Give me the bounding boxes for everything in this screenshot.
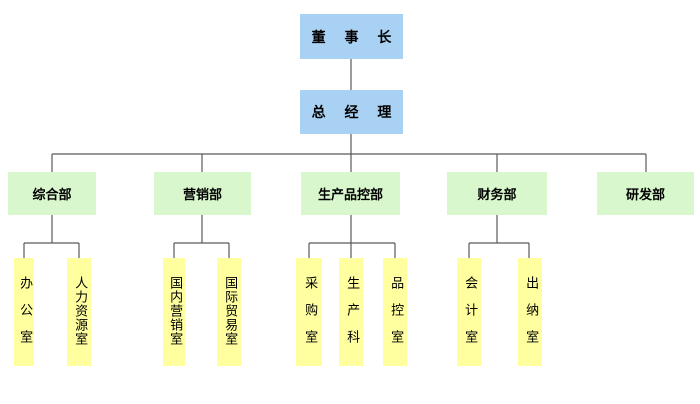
department-box-yingxiao: 营销部 (154, 172, 251, 215)
sub-unit-label: 生产科 (344, 276, 360, 357)
sub-unit-guojimaoyishi: 国际贸易室 (217, 258, 241, 366)
sub-unit-label: 品控室 (388, 276, 404, 357)
sub-unit-label: 出纳室 (523, 276, 539, 357)
sub-unit-label: 会计室 (462, 276, 478, 357)
sub-unit-label: 国际贸易室 (222, 276, 238, 346)
department-box-shengchan-pinkong: 生产品控部 (301, 172, 400, 215)
chairman-box: 董 事 长 (300, 14, 403, 59)
sub-unit-label: 国内营销室 (167, 276, 183, 346)
department-box-zonghe: 综合部 (8, 172, 96, 215)
sub-unit-label: 办公室 (17, 276, 33, 357)
sub-unit-shengchanke: 生产科 (339, 258, 363, 366)
sub-unit-renliziyuanshi: 人力资源室 (67, 258, 91, 366)
sub-unit-caigoushi: 采购室 (296, 258, 322, 366)
sub-unit-bangongshi: 办公室 (14, 258, 34, 366)
sub-unit-pinkongshi: 品控室 (383, 258, 407, 366)
sub-unit-guoneiyingxiaoshi: 国内营销室 (163, 258, 185, 366)
sub-unit-label: 采购室 (302, 276, 318, 357)
sub-unit-chunashi: 出纳室 (518, 258, 542, 366)
department-box-yanfa: 研发部 (597, 172, 694, 215)
general-manager-box: 总 经 理 (300, 90, 403, 134)
sub-unit-kuaijishi: 会计室 (457, 258, 481, 366)
department-box-caiwu: 财务部 (447, 172, 547, 215)
sub-unit-label: 人力资源室 (72, 276, 88, 346)
